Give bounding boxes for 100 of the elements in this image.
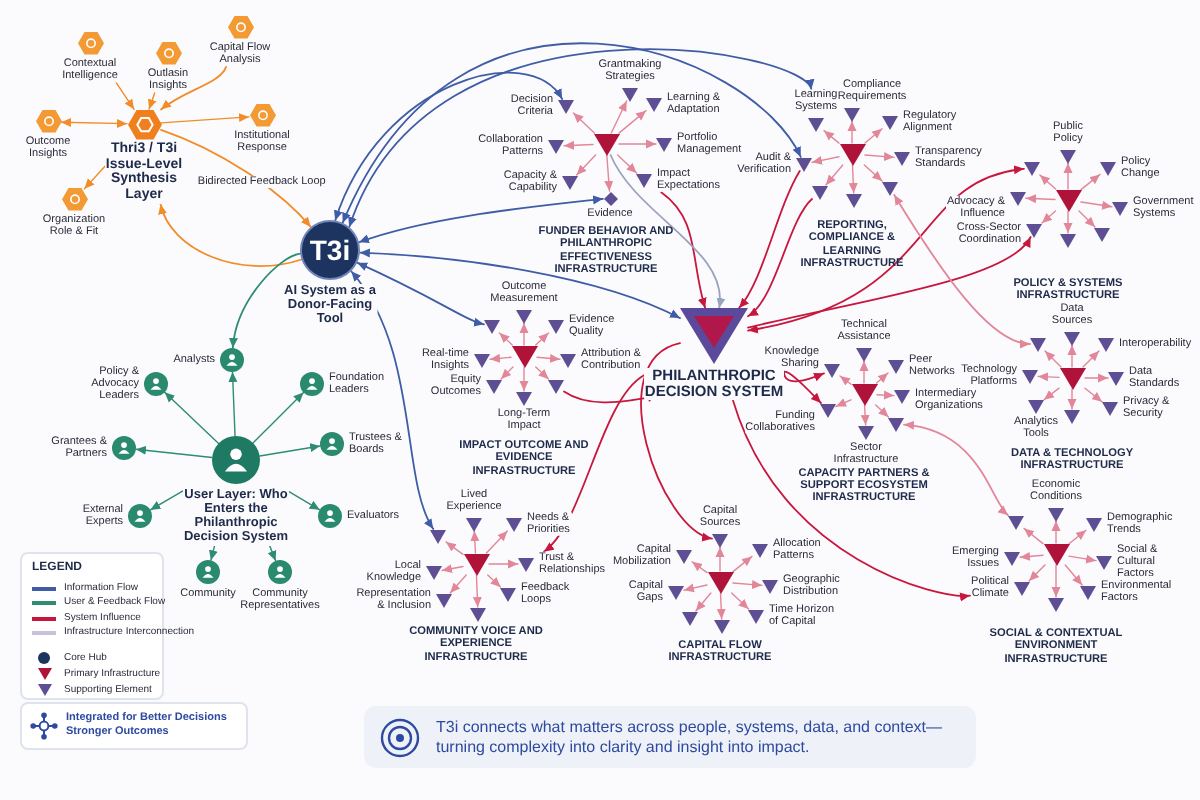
arrow	[1051, 520, 1061, 544]
arrow	[572, 112, 596, 134]
arrow	[1084, 373, 1109, 383]
arrow	[875, 372, 889, 384]
arrow	[618, 139, 657, 149]
arrow	[489, 353, 512, 363]
arrow	[1063, 210, 1073, 234]
arrow	[715, 546, 725, 572]
arrow	[616, 154, 638, 174]
arrow	[208, 544, 218, 562]
arrow	[604, 154, 614, 192]
arrow	[1044, 350, 1062, 368]
arrow	[732, 580, 763, 590]
arrow	[730, 592, 750, 610]
arrow	[1023, 527, 1044, 545]
arrow	[1082, 350, 1100, 368]
arrow	[876, 390, 895, 400]
arrow	[863, 164, 883, 182]
arrow	[1019, 551, 1044, 561]
double-arrow	[350, 270, 435, 530]
arrow	[716, 592, 726, 620]
arrow	[864, 128, 883, 144]
arrow	[252, 391, 305, 444]
arrow	[485, 530, 509, 554]
arrow	[164, 391, 220, 445]
arrow	[441, 564, 464, 574]
arrow	[864, 152, 895, 162]
arrow	[1063, 162, 1073, 190]
arrow	[1025, 194, 1056, 204]
arrow	[609, 154, 725, 309]
arrow	[229, 252, 302, 349]
arrow	[1037, 372, 1060, 382]
arrow	[115, 82, 135, 110]
double-arrow	[358, 195, 604, 244]
arrow	[288, 490, 321, 511]
arrow	[783, 370, 822, 404]
arrow	[860, 404, 870, 426]
arrow	[500, 366, 514, 380]
arrow	[449, 574, 467, 594]
arrow	[160, 128, 312, 228]
arrow	[563, 140, 594, 150]
double-arrow	[893, 194, 1031, 347]
arrow	[1084, 387, 1103, 403]
arrow	[472, 574, 482, 608]
arrow	[160, 66, 227, 111]
arrow	[1068, 554, 1097, 564]
arrow	[498, 332, 513, 346]
arrow	[1067, 388, 1077, 410]
arrow	[1078, 210, 1096, 228]
arrow	[1051, 564, 1061, 598]
arrow	[747, 236, 1032, 329]
arrow	[811, 155, 840, 165]
arrow	[683, 583, 708, 593]
arrow	[1041, 210, 1057, 224]
arrow	[660, 191, 707, 309]
arrow	[542, 374, 645, 553]
arrow	[640, 342, 713, 540]
arrow	[859, 360, 869, 384]
arrow	[1068, 529, 1087, 545]
arrow	[825, 164, 844, 186]
arrow	[839, 375, 852, 386]
arrow	[738, 170, 801, 309]
arrow	[695, 592, 712, 612]
arrow	[159, 203, 303, 267]
double-arrow	[60, 118, 128, 128]
arrow	[1080, 200, 1113, 210]
arrow	[848, 164, 858, 194]
arrow	[1067, 344, 1077, 368]
arrow	[160, 113, 250, 124]
arrow	[535, 332, 550, 346]
arrow	[732, 555, 753, 573]
arrow	[488, 559, 519, 569]
arrow	[610, 100, 628, 134]
arrow	[847, 120, 857, 144]
caption: T3i connects what matters across people, systems, data, and context—turning complexity into clarity and insight into impact.	[436, 718, 945, 758]
arrow	[535, 366, 550, 380]
arrow	[618, 109, 647, 134]
arrow	[1039, 174, 1057, 190]
arrow	[536, 353, 561, 363]
arrow	[783, 370, 825, 383]
arrow	[1080, 173, 1101, 191]
double-arrow	[747, 166, 1025, 333]
arrow	[83, 165, 106, 190]
arrow	[823, 129, 840, 144]
arrow	[875, 404, 890, 418]
arrow	[575, 154, 597, 176]
arrow	[835, 398, 852, 408]
double-arrow	[903, 421, 1009, 517]
arrow	[747, 198, 813, 318]
double-arrow	[356, 261, 485, 326]
arrow	[1028, 564, 1046, 582]
arrow	[470, 530, 480, 554]
arrow	[135, 445, 213, 459]
double-arrow	[334, 72, 564, 222]
hub-label: T3i	[309, 236, 351, 264]
double-arrow	[359, 248, 681, 319]
arrow	[259, 443, 321, 457]
arrow	[487, 574, 502, 588]
arrow	[148, 92, 157, 110]
arrow	[519, 322, 529, 346]
